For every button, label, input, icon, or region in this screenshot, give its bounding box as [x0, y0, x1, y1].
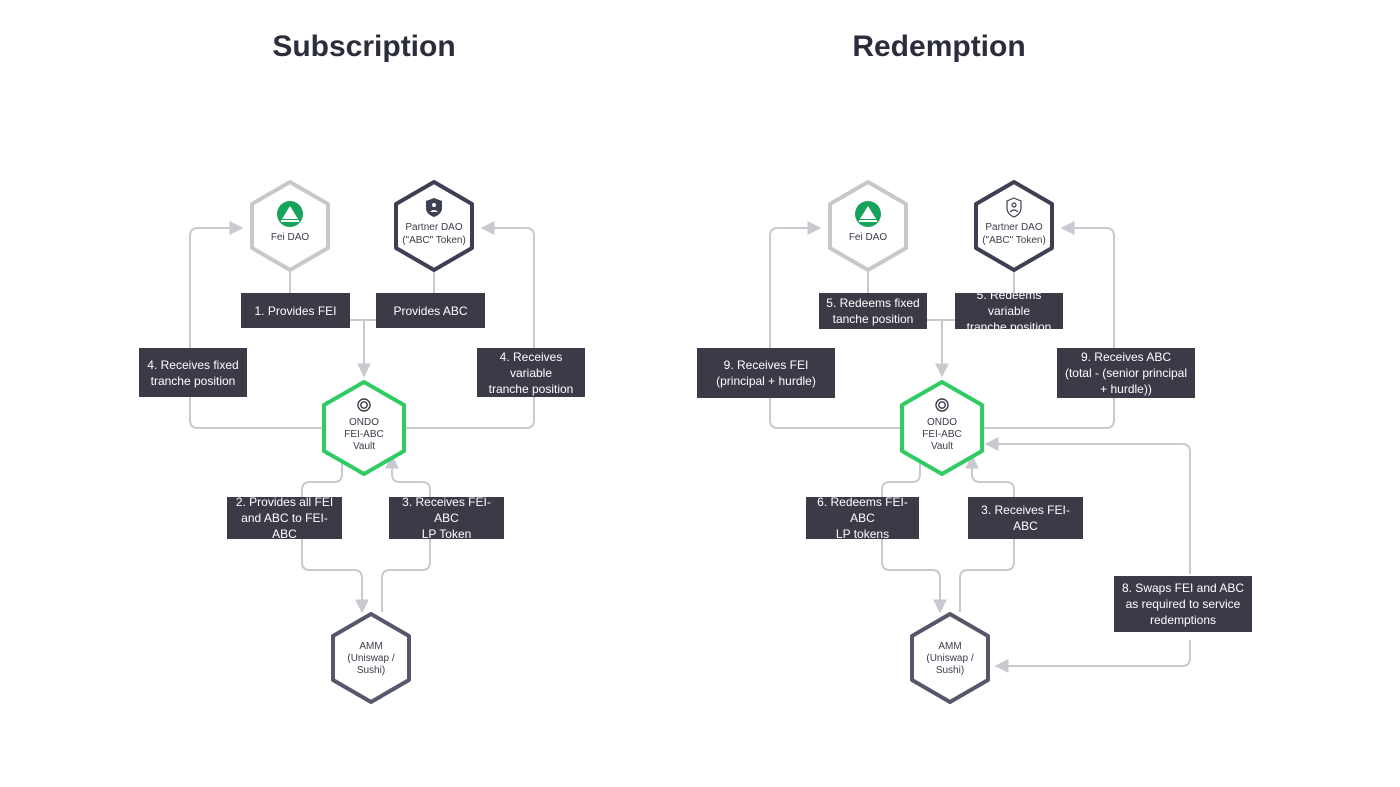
partner-dao-label-line2-r: ("ABC" Token) [982, 235, 1046, 246]
amm-hexagon-r [910, 612, 990, 704]
fei-dao-node-r: Fei DAO [828, 180, 908, 272]
partner-dao-hexagon [394, 180, 474, 272]
partner-dao-label-line1: Partner DAO [405, 222, 462, 233]
redemption-title: Redemption [852, 30, 1026, 63]
amm-label-line1: AMM [359, 641, 382, 652]
vault-label-line2-r: FEI-ABC [922, 429, 961, 440]
amm-node: AMM (Uniswap / Sushi) [331, 612, 411, 704]
vault-hexagon [322, 380, 406, 476]
vault-label-line1-r: ONDO [927, 417, 957, 428]
subscription-title: Subscription [272, 30, 456, 63]
arrow-vault-to-partner [406, 221, 535, 429]
label-provides-fei: 1. Provides FEI [241, 293, 350, 328]
partner-dao-node: Partner DAO ("ABC" Token) [394, 180, 474, 272]
fei-logo-icon [277, 201, 303, 227]
arrow-swap-to-vault [984, 437, 1191, 574]
amm-label-line1-r: AMM [938, 641, 961, 652]
ondo-logo-icon [935, 398, 949, 412]
arrow-vault-to-fei-r [769, 221, 900, 429]
shield-user-icon [426, 198, 442, 217]
label-provides-abc: Provides ABC [376, 293, 485, 328]
label-receives-variable: 4. Receives variable tranche position [477, 348, 585, 397]
amm-label-line3-r: Sushi) [936, 665, 964, 676]
arrow-swap-to-amm [994, 640, 1191, 673]
label-receives-abc: 9. Receives ABC (total - (senior princip… [1057, 348, 1195, 398]
fei-dao-label-r: Fei DAO [849, 232, 888, 243]
amm-node-r: AMM (Uniswap / Sushi) [910, 612, 990, 704]
vault-label-line1: ONDO [349, 417, 379, 428]
partner-dao-label-line1-r: Partner DAO [985, 222, 1042, 233]
label-redeems-lp: 6. Redeems FEI-ABC LP tokens [806, 495, 919, 541]
partner-dao-node-r: Partner DAO ("ABC" Token) [974, 180, 1054, 272]
label-receives-lp: 3. Receives FEI-ABC LP Token [389, 495, 504, 541]
vault-hexagon-r [900, 380, 984, 476]
vault-node-r: ONDO FEI-ABC Vault [900, 380, 984, 476]
partner-dao-hexagon-r [974, 180, 1054, 272]
label-swaps: 8. Swaps FEI and ABC as required to serv… [1114, 576, 1252, 632]
ondo-logo-icon [357, 398, 371, 412]
label-provides-all: 2. Provides all FEI and ABC to FEI- ABC [227, 495, 342, 541]
partner-dao-label-line2: ("ABC" Token) [402, 235, 466, 246]
label-receives-fei: 9. Receives FEI (principal + hurdle) [697, 348, 835, 398]
vault-label-line3-r: Vault [931, 441, 953, 452]
label-receives-fixed: 4. Receives fixed tranche position [139, 348, 247, 397]
amm-label-line2: (Uniswap / [347, 653, 394, 664]
label-redeems-fixed: 5. Redeems fixed tanche position [819, 293, 927, 329]
vault-node: ONDO FEI-ABC Vault [322, 380, 406, 476]
vault-label-line3: Vault [353, 441, 375, 452]
label-receives-fei-abc: 3. Receives FEI-ABC [968, 497, 1083, 539]
amm-label-line2-r: (Uniswap / [926, 653, 973, 664]
amm-label-line3: Sushi) [357, 665, 385, 676]
amm-hexagon [331, 612, 411, 704]
fei-logo-icon [855, 201, 881, 227]
vault-label-line2: FEI-ABC [344, 429, 383, 440]
arrow-vault-to-fei [189, 221, 322, 429]
fei-dao-node: Fei DAO [250, 180, 330, 272]
label-redeems-variable: 5. Redeems variable tranche position [955, 288, 1063, 334]
shield-user-icon [1006, 197, 1022, 218]
fei-dao-label: Fei DAO [271, 232, 310, 243]
arrow-vault-to-partner-r [984, 221, 1115, 429]
